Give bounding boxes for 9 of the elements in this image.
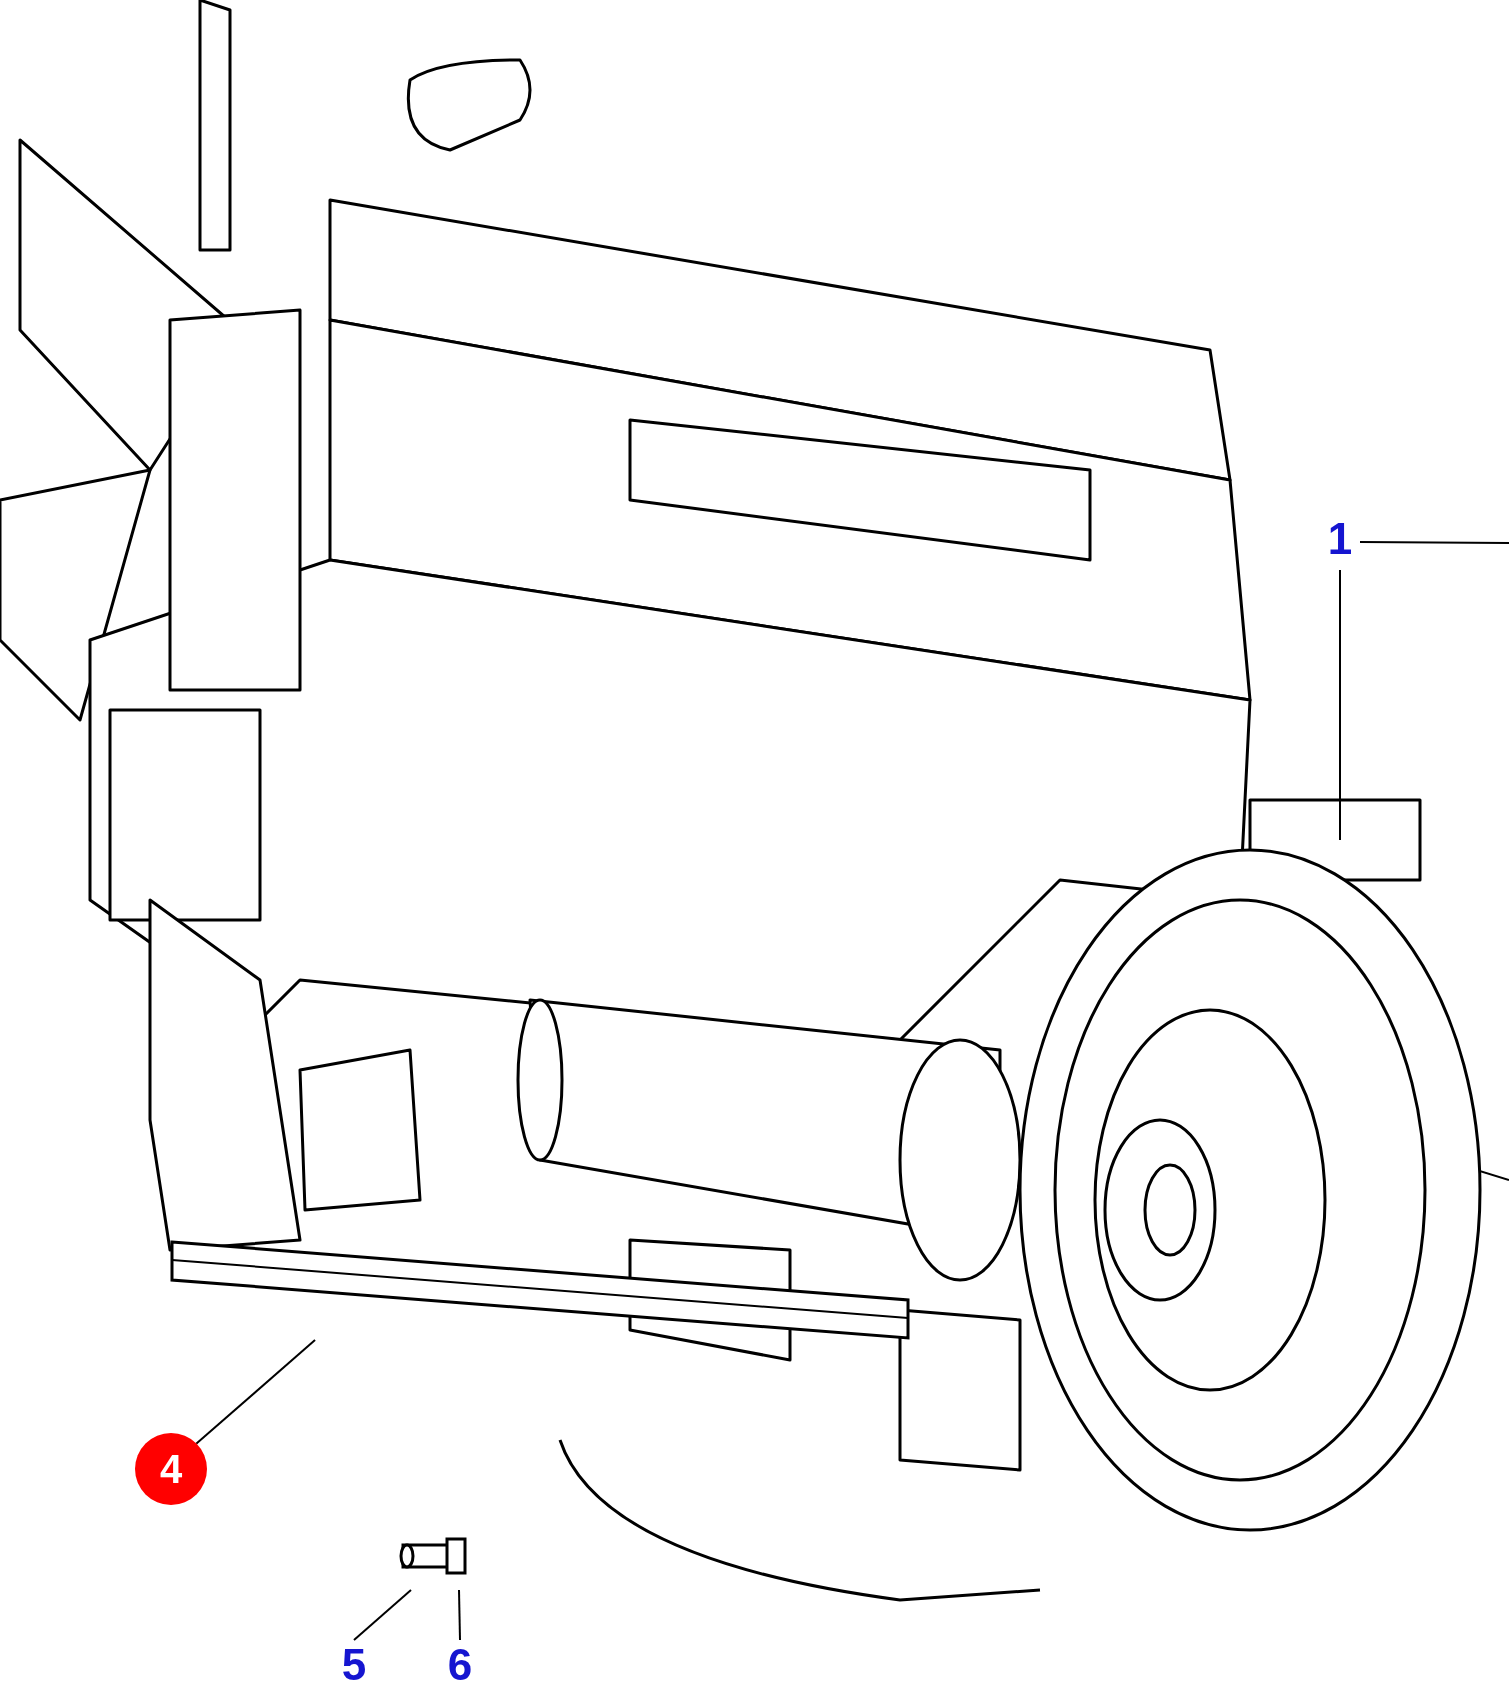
callout-number: 5 [341,1643,367,1687]
leader-line [1359,541,1509,544]
leader-line [353,1589,412,1641]
leader-line [1339,569,1341,841]
callout-number: 6 [447,1643,473,1687]
leader-line [195,1339,317,1445]
callout-number: 1 [1327,517,1353,561]
callout-number: 4 [159,1449,183,1489]
leader-line [458,1589,461,1641]
